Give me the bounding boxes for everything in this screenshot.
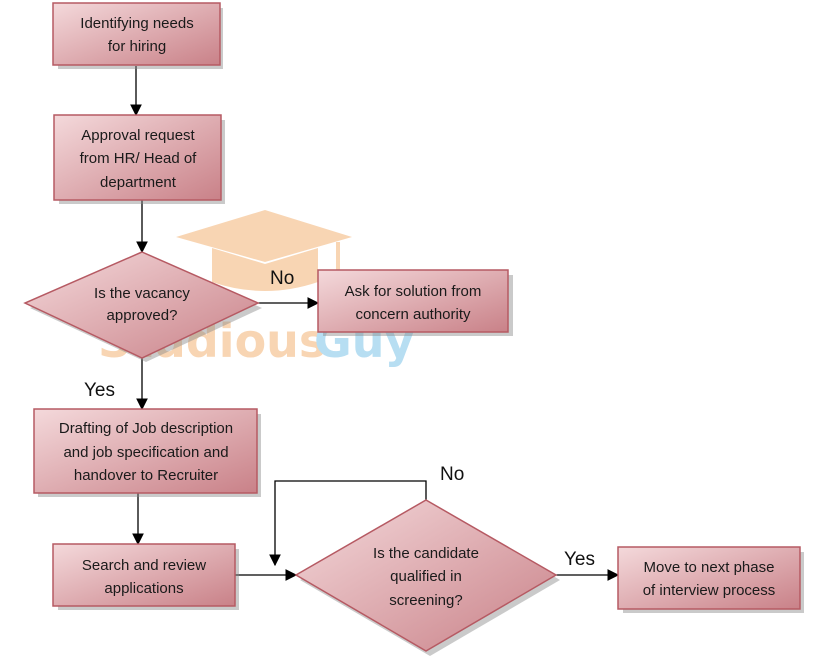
edge-label-vacancy-yes: Yes (84, 380, 115, 401)
edge-label-candidate-yes: Yes (564, 549, 595, 570)
edge-label-candidate-no: No (440, 464, 464, 485)
edge-candidate-loop (269, 480, 427, 567)
connectors (130, 66, 620, 581)
edge-label-vacancy-no: No (270, 268, 294, 289)
